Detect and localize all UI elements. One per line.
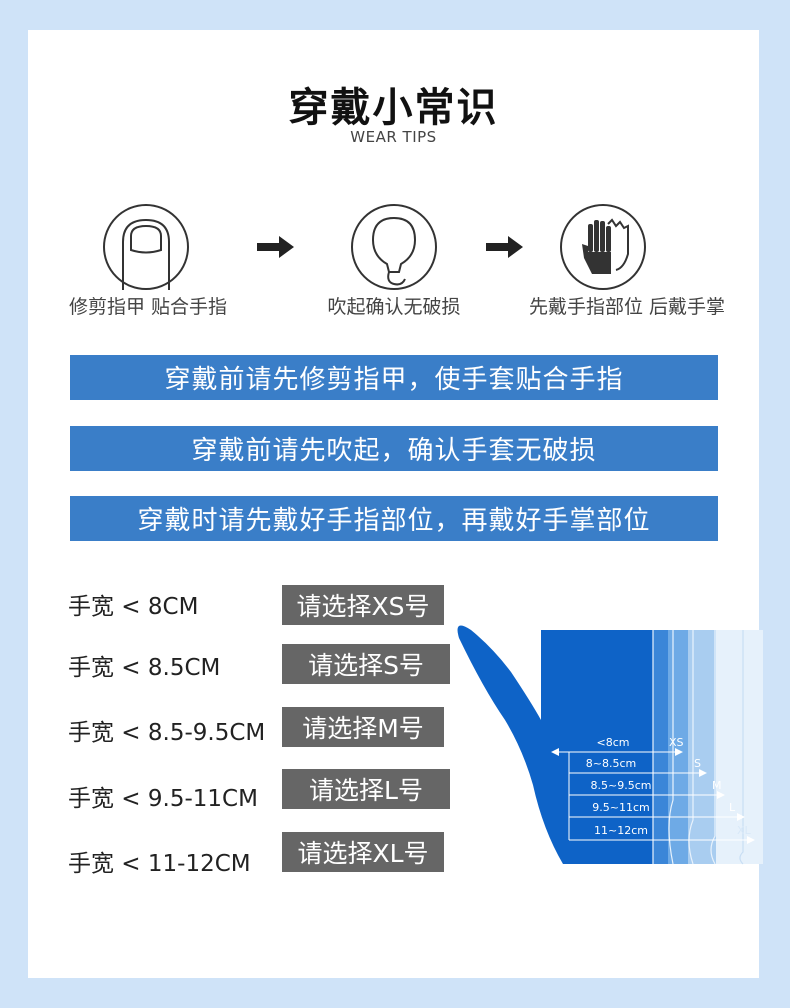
size-mark-s: S [694, 757, 701, 770]
size-mark-xl: XL [737, 824, 752, 837]
step-label-trim-nails: 修剪指甲 贴合手指 [68, 296, 228, 318]
glove-shape [457, 625, 653, 864]
tip-bar-fingers-first: 穿戴时请先戴好手指部位，再戴好手掌部位 [70, 496, 718, 541]
size-label-s: 手宽 < 8.5CM [68, 655, 221, 681]
step-label-inflate-check: 吹起确认无破损 [327, 296, 461, 318]
inflated-glove-icon [351, 204, 437, 290]
range-label-m: 8.5~9.5cm [591, 779, 652, 792]
size-mark-xs: XS [669, 736, 684, 749]
select-size-xs-button[interactable]: 请选择XS号 [282, 585, 444, 625]
size-label-xl: 手宽 < 11-12CM [68, 851, 251, 877]
size-label-m: 手宽 < 8.5-9.5CM [68, 720, 266, 746]
select-size-l-button[interactable]: 请选择L号 [282, 769, 450, 809]
range-label-l: 9.5~11cm [592, 801, 649, 814]
page-title: 穿戴小常识 [288, 85, 499, 131]
step-label-fingers-then-palm: 先戴手指部位 后戴手掌 [528, 296, 726, 318]
tip-bar-inflate-check: 穿戴前请先吹起，确认手套无破损 [70, 426, 718, 471]
select-size-m-button[interactable]: 请选择M号 [282, 707, 444, 747]
size-label-l: 手宽 < 9.5-11CM [68, 786, 258, 812]
size-mark-m: M [712, 779, 722, 792]
glove-size-diagram: <8cm 8~8.5cm 8.5~9.5cm 9.5~11cm 11~12cm … [457, 625, 763, 865]
select-size-xl-button[interactable]: 请选择XL号 [282, 832, 444, 872]
range-label-s: 8~8.5cm [586, 757, 636, 770]
size-mark-l: L [729, 801, 736, 814]
arrow-right-icon [486, 236, 523, 258]
fingernail-icon [103, 204, 189, 290]
page-subtitle: WEAR TIPS [350, 128, 437, 146]
size-label-xs: 手宽 < 8CM [68, 594, 199, 620]
range-label-xs: <8cm [597, 736, 630, 749]
range-label-xl: 11~12cm [594, 824, 648, 837]
arrow-right-icon [257, 236, 294, 258]
tip-bar-trim-nails: 穿戴前请先修剪指甲，使手套贴合手指 [70, 355, 718, 400]
glove-on-hand-icon [560, 204, 646, 290]
content-card: 穿戴小常识 WEAR TIPS 修剪指甲 贴合手指 吹起确认无破损 先戴手指部位… [28, 30, 763, 978]
select-size-s-button[interactable]: 请选择S号 [282, 644, 450, 684]
